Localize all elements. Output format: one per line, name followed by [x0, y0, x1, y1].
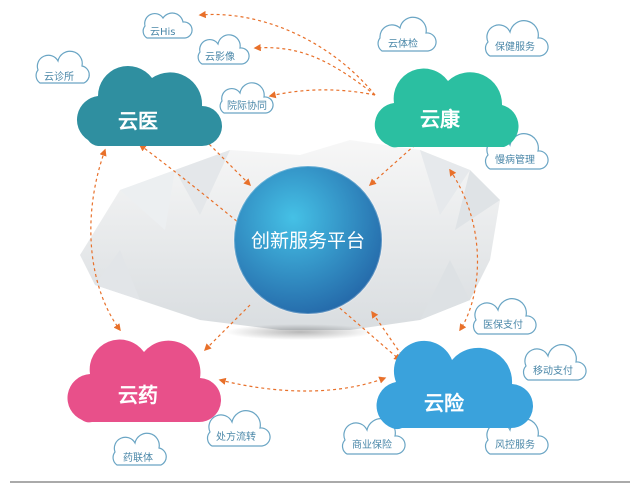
service-cloud-yuntijian[interactable]: 云体检: [377, 16, 437, 52]
service-cloud-yibaozhifu[interactable]: 医保支付: [472, 298, 537, 335]
arrow-yunkang-yunhis: [198, 10, 376, 96]
service-label-yidongzhifu: 移动支付: [533, 364, 573, 377]
service-label-manbingguanli: 慢病管理: [495, 153, 535, 166]
arrow-yunkang-yunyingxiang: [253, 44, 376, 96]
service-cloud-yunzhensuo[interactable]: 云诊所: [35, 50, 90, 84]
service-label-baojianfuwu: 保健服务: [495, 40, 535, 53]
service-label-yuanjixietong: 院际协同: [227, 99, 267, 112]
service-cloud-yidongzhifu[interactable]: 移动支付: [522, 344, 587, 381]
arrow-yunyao-yunxian: [218, 376, 387, 392]
service-cloud-yunyingxiang[interactable]: 云影像: [197, 34, 250, 65]
main-cloud-yunxian: [376, 340, 534, 430]
service-label-fengkongfuwu: 风控服务: [495, 438, 535, 451]
service-label-chufangliuzhuan: 处方流转: [216, 430, 256, 443]
cloud-title-yunyi: 云医: [118, 109, 158, 133]
cloud-yunyao: 处方流转 药联体 云药: [67, 339, 271, 466]
main-cloud-yunyi: [76, 65, 223, 146]
service-label-yunzhensuo: 云诊所: [44, 70, 74, 83]
arrow-yunkang-yuanji: [268, 89, 376, 99]
service-label-yunyingxiang: 云影像: [205, 51, 235, 63]
cloud-title-yunxian: 云险: [424, 391, 465, 415]
service-label-yibaozhifu: 医保支付: [483, 318, 523, 331]
cloud-title-yunkang: 云康: [420, 107, 461, 131]
cloud-title-yunyao: 云药: [118, 383, 158, 407]
service-label-shangyebaoxian: 商业保险: [352, 438, 392, 451]
arrow-yunkang-yunxian: [449, 168, 479, 332]
service-cloud-chufangliuzhuan[interactable]: 处方流转: [206, 410, 271, 447]
service-cloud-shangyebaoxian[interactable]: 商业保险: [341, 418, 406, 455]
service-label-yaolianti: 药联体: [123, 452, 153, 464]
cloud-yunyi: 云His 云影像 云诊所 院际协同 云医: [35, 12, 274, 146]
main-cloud-yunyao: [67, 339, 222, 423]
main-cloud-yunkang: [374, 68, 519, 148]
service-cloud-yunhis[interactable]: 云His: [142, 12, 193, 39]
cloud-yunkang: 云体检 保健服务 慢病管理 云康: [374, 16, 549, 170]
service-cloud-yaolianti[interactable]: 药联体: [112, 432, 167, 466]
arrow-yunyi-yunyao: [90, 148, 121, 332]
service-cloud-baojianfuwu[interactable]: 保健服务: [484, 20, 549, 57]
hub-circle[interactable]: 创新服务平台: [233, 165, 383, 315]
hub-label: 创新服务平台: [251, 230, 365, 252]
cloud-yunxian: 医保支付 移动支付 风控服务 商业保险 云险: [341, 298, 587, 455]
service-label-yunhis: 云His: [150, 27, 176, 38]
service-label-yuntijian: 云体检: [388, 37, 418, 50]
service-cloud-yuanjixietong[interactable]: 院际协同: [219, 82, 274, 114]
